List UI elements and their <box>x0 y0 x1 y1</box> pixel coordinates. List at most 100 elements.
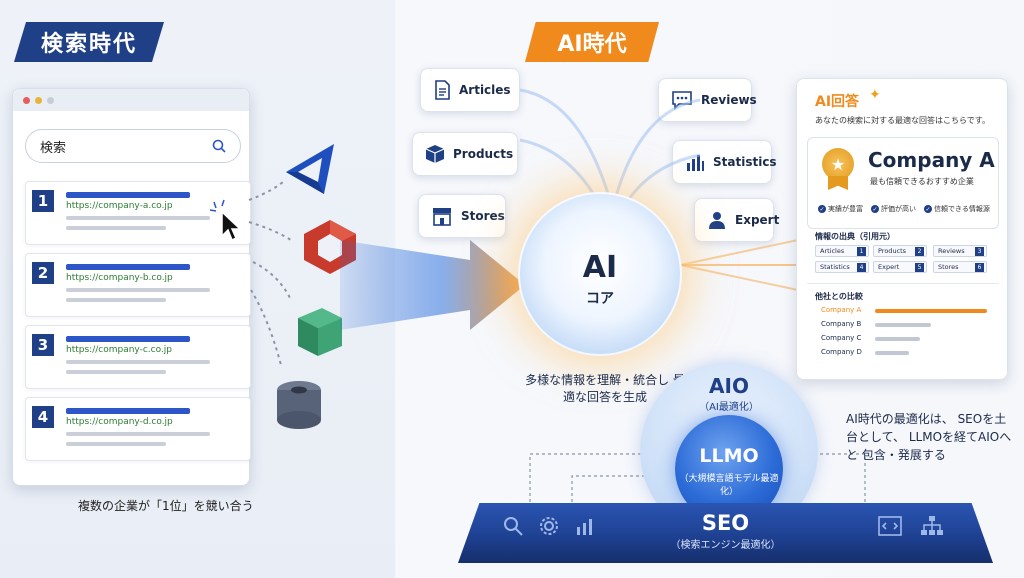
box-icon <box>425 143 445 165</box>
source-tag-num: 4 <box>857 262 866 272</box>
minimize-dot <box>35 97 42 104</box>
result-url: https://company-d.co.jp <box>66 417 173 427</box>
store-icon <box>431 205 453 227</box>
seo-platform: SEO （検索エンジン最適化） <box>458 503 993 563</box>
source-label: Products <box>453 147 514 161</box>
source-tag-label: Stores <box>938 263 959 271</box>
compare-label: Company A <box>821 306 862 314</box>
browser-titlebar <box>13 89 249 111</box>
source-card-expert: Expert <box>694 198 779 242</box>
check-icon: ✓ <box>818 205 826 213</box>
result-snippet-line <box>66 360 210 364</box>
compare-bar <box>875 309 987 313</box>
result-title-bar <box>66 192 190 198</box>
result-url: https://company-a.co.jp <box>66 201 173 211</box>
cylinder-shape-icon <box>277 381 321 429</box>
check-label: 実績が豊富 <box>828 205 863 213</box>
source-tag[interactable]: Articles 1 <box>815 245 869 257</box>
result-url: https://company-b.co.jp <box>66 273 173 283</box>
source-tag-num: 5 <box>915 262 924 272</box>
llmo-subtitle: （大規模言語モデル最適化） <box>679 474 779 497</box>
compare-label: Company B <box>821 320 862 328</box>
browser-window: 検索 1 https://company-a.co.jp 2 https://c… <box>12 88 251 486</box>
company-name: Company A <box>868 148 995 172</box>
source-tag-label: Products <box>878 247 907 255</box>
source-label: Stores <box>461 209 505 223</box>
source-card-articles: Articles <box>420 68 520 112</box>
source-tag[interactable]: Reviews 3 <box>933 245 987 257</box>
check-item: ✓評価が高い <box>871 204 916 214</box>
source-tag-num: 3 <box>975 246 984 256</box>
recommended-company-card: ★ Company A 最も信頼できるおすすめ企業 ✓実績が豊富 ✓評価が高い … <box>807 137 999 229</box>
document-icon <box>433 79 451 101</box>
triangle-shape-icon <box>286 144 334 194</box>
sources-title: 情報の出典（引用元） <box>815 232 895 241</box>
result-url: https://company-c.co.jp <box>66 345 173 355</box>
rank-badge: 3 <box>32 334 54 356</box>
rank-badge: 2 <box>32 262 54 284</box>
source-label: Articles <box>459 83 511 97</box>
source-tag-label: Reviews <box>938 247 965 255</box>
output-rays <box>680 239 799 291</box>
seo-title: SEO <box>701 511 750 535</box>
ai-era-label: AI時代 <box>525 22 659 62</box>
maximize-dot <box>47 97 54 104</box>
llmo-title: LLMO <box>699 445 759 467</box>
result-snippet-line <box>66 298 166 302</box>
aio-subtitle: （AI最適化） <box>699 402 759 413</box>
source-tag-label: Articles <box>820 247 845 255</box>
ai-core-title: AI <box>582 250 618 285</box>
compare-bar <box>875 323 931 327</box>
check-label: 評価が高い <box>881 205 916 213</box>
person-icon <box>707 209 727 231</box>
result-snippet-line <box>66 216 210 220</box>
search-result-4[interactable]: 4 https://company-d.co.jp <box>25 397 251 461</box>
result-title-bar <box>66 408 190 414</box>
connector-arrows <box>248 179 292 366</box>
search-result-3[interactable]: 3 https://company-c.co.jp <box>25 325 251 389</box>
source-tag-num: 1 <box>857 246 866 256</box>
data-flow-arrow <box>340 240 525 330</box>
result-snippet-line <box>66 370 166 374</box>
search-icon <box>212 139 226 153</box>
gear-icon <box>540 517 558 535</box>
seo-subtitle: （検索エンジン最適化） <box>670 540 781 551</box>
source-label: Reviews <box>701 93 757 107</box>
search-input[interactable]: 検索 <box>25 129 241 163</box>
sitemap-icon <box>921 516 943 535</box>
sparkle-icon: ✦ <box>869 87 881 103</box>
company-tagline: 最も信頼できるおすすめ企業 <box>870 177 974 186</box>
search-result-1[interactable]: 1 https://company-a.co.jp <box>25 181 251 245</box>
magnifier-icon <box>504 517 523 536</box>
check-icon: ✓ <box>871 205 879 213</box>
result-snippet-line <box>66 288 210 292</box>
layer-bracket-lines <box>529 453 866 502</box>
compare-bar <box>875 337 920 341</box>
result-snippet-line <box>66 442 166 446</box>
code-icon <box>878 516 902 536</box>
ai-answer-panel: AI回答 ✦ あなたの検索に対する最適な回答はこちらです。 ★ Company … <box>796 78 1008 380</box>
compare-label: Company C <box>821 334 862 342</box>
result-title-bar <box>66 336 190 342</box>
panel-title: AI回答 <box>815 94 860 110</box>
compare-bar <box>875 351 909 355</box>
search-result-2[interactable]: 2 https://company-b.co.jp <box>25 253 251 317</box>
source-tag-label: Statistics <box>820 263 850 271</box>
panel-description: あなたの検索に対する最適な回答はこちらです。 <box>815 116 990 125</box>
result-title-bar <box>66 264 190 270</box>
source-tag[interactable]: Statistics 4 <box>815 261 869 273</box>
rank-badge: 4 <box>32 406 54 428</box>
search-era-label: 検索時代 <box>14 22 164 62</box>
source-label: Statistics <box>713 155 777 169</box>
ai-core-sphere: AI コア <box>518 192 682 356</box>
result-snippet-line <box>66 226 166 230</box>
ai-core-subtitle: コア <box>586 291 614 307</box>
ai-core-caption: 多様な情報を理解・統合し 最適な回答を生成 <box>525 373 685 404</box>
divider <box>807 283 999 284</box>
ribbon-icon <box>828 176 848 190</box>
ai-era-caption: AI時代の最適化は、 SEOを土台として、 LLMOを経てAIOへと 包含・発展… <box>846 412 1012 462</box>
medal-icon: ★ <box>822 148 854 180</box>
